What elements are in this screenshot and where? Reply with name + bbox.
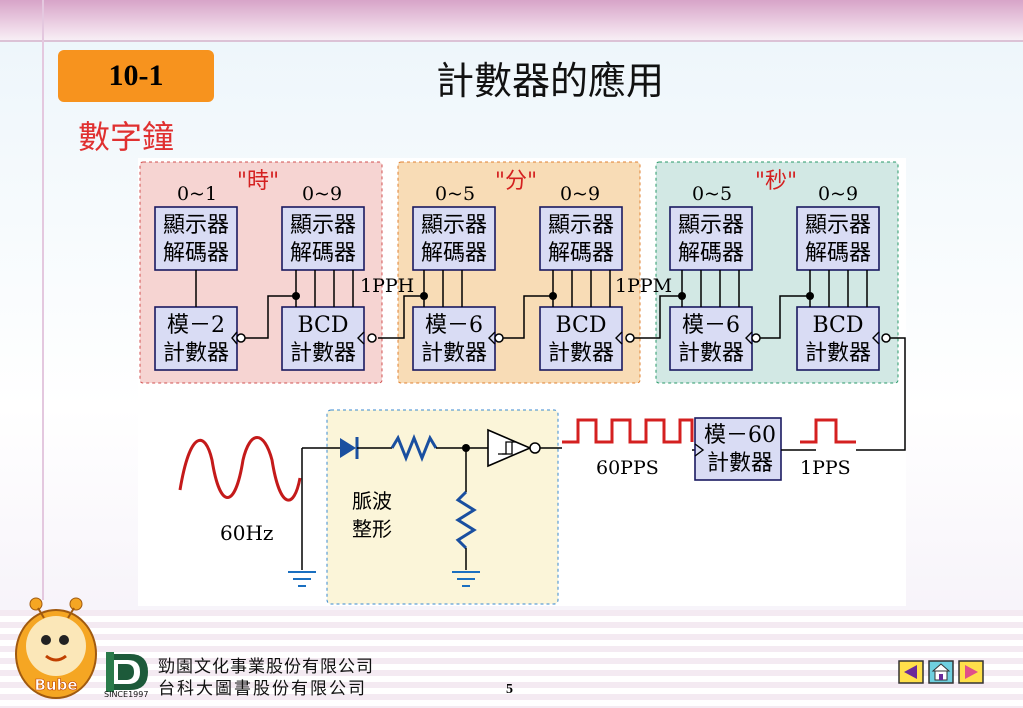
decoder-text: 顯示器 bbox=[290, 213, 356, 238]
counter-text: 模－2 bbox=[167, 313, 225, 338]
left-arrow-icon bbox=[904, 665, 917, 679]
margin-line bbox=[42, 0, 44, 600]
mascot-icon: Bube bbox=[15, 597, 97, 699]
shaper-label: 脈波 bbox=[352, 489, 392, 513]
decoder-block bbox=[154, 206, 238, 271]
range-label: 0~9 bbox=[818, 183, 858, 205]
ppm-label: 1PPM bbox=[615, 275, 672, 297]
counter-text: 計數器 bbox=[805, 341, 871, 366]
decoder-block bbox=[669, 206, 753, 271]
footer-band bbox=[0, 610, 1023, 708]
counter-text: BCD bbox=[297, 313, 348, 338]
decoder-block bbox=[796, 206, 880, 271]
mod60-text: 計數器 bbox=[707, 451, 773, 476]
decoder-text: 解碼器 bbox=[805, 241, 871, 266]
mascot-label: Bube bbox=[34, 676, 77, 694]
counter-block bbox=[796, 306, 880, 371]
range-label: 0~9 bbox=[302, 183, 342, 205]
company-name-line2: 台科大圖書股份有限公司 bbox=[158, 679, 367, 699]
counter-text: 計數器 bbox=[290, 341, 356, 366]
decoder-text: 解碼器 bbox=[548, 241, 614, 266]
resistor-icon bbox=[455, 490, 477, 550]
wiring bbox=[195, 270, 906, 451]
header-divider bbox=[0, 40, 1023, 42]
shaper-label: 整形 bbox=[352, 517, 392, 541]
range-label: 0~5 bbox=[435, 183, 475, 205]
range-label: 0~9 bbox=[560, 183, 600, 205]
range-label: 0~5 bbox=[692, 183, 732, 205]
home-slide-button[interactable] bbox=[928, 660, 954, 684]
mod60-text: 模－60 bbox=[704, 423, 776, 448]
hours-label: "時" bbox=[237, 169, 279, 194]
company-name-line1: 勁園文化事業股份有限公司 bbox=[158, 657, 374, 677]
range-label: 0~1 bbox=[177, 183, 217, 205]
header-band bbox=[0, 0, 1023, 40]
decoder-block bbox=[539, 206, 623, 271]
clock-triangles bbox=[231, 331, 880, 345]
page-number: 5 bbox=[506, 682, 513, 697]
decoder-text: 顯示器 bbox=[163, 213, 229, 238]
counter-text: 計數器 bbox=[163, 341, 229, 366]
hz-label: 60Hz bbox=[220, 521, 273, 545]
pulse-train-icon bbox=[562, 418, 694, 444]
junction-dots bbox=[292, 292, 814, 300]
prev-slide-button[interactable] bbox=[898, 660, 924, 684]
decoder-block bbox=[412, 206, 496, 271]
counter-block bbox=[412, 306, 496, 371]
decoder-text: 顯示器 bbox=[805, 213, 871, 238]
decoder-text: 顯示器 bbox=[421, 213, 487, 238]
counter-block bbox=[281, 306, 365, 371]
counter-text: BCD bbox=[812, 313, 863, 338]
clock-triangle bbox=[694, 443, 705, 457]
decoder-text: 顯示器 bbox=[678, 213, 744, 238]
sine-wave-icon bbox=[178, 436, 302, 502]
right-arrow-icon bbox=[965, 665, 978, 679]
ground-icon bbox=[452, 548, 480, 587]
decoder-block bbox=[281, 206, 365, 271]
counter-text: 計數器 bbox=[678, 341, 744, 366]
decoder-text: 解碼器 bbox=[290, 241, 356, 266]
schmitt-trigger-icon bbox=[487, 428, 541, 468]
counter-block bbox=[539, 306, 623, 371]
ground-icon bbox=[288, 448, 316, 587]
resistor-icon bbox=[390, 433, 438, 463]
next-slide-button[interactable] bbox=[958, 660, 984, 684]
decoder-text: 顯示器 bbox=[548, 213, 614, 238]
counter-text: 計數器 bbox=[548, 341, 614, 366]
clock-inputs bbox=[236, 333, 891, 343]
decoder-text: 解碼器 bbox=[163, 241, 229, 266]
since-label: SINCE1997 bbox=[104, 690, 149, 699]
counter-block bbox=[669, 306, 753, 371]
minutes-label: "分" bbox=[495, 169, 537, 194]
pps60-label: 60PPS bbox=[596, 457, 659, 479]
company-logo-icon bbox=[106, 652, 148, 692]
counter-text: 計數器 bbox=[421, 341, 487, 366]
pph-label: 1PPH bbox=[360, 275, 414, 297]
decoder-text: 解碼器 bbox=[421, 241, 487, 266]
section-badge: 10-1 bbox=[58, 50, 214, 102]
decoder-text: 解碼器 bbox=[678, 241, 744, 266]
single-pulse-icon bbox=[800, 418, 856, 444]
counter-text: 模－6 bbox=[682, 313, 740, 338]
seconds-label: "秒" bbox=[755, 169, 797, 194]
pps1-label: 1PPS bbox=[800, 457, 851, 479]
counter-text: 模－6 bbox=[425, 313, 483, 338]
page-title: 計數器的應用 bbox=[436, 59, 665, 103]
counter-text: BCD bbox=[555, 313, 606, 338]
page-subtitle: 數字鐘 bbox=[78, 118, 175, 156]
mod60-counter-block bbox=[694, 417, 782, 481]
